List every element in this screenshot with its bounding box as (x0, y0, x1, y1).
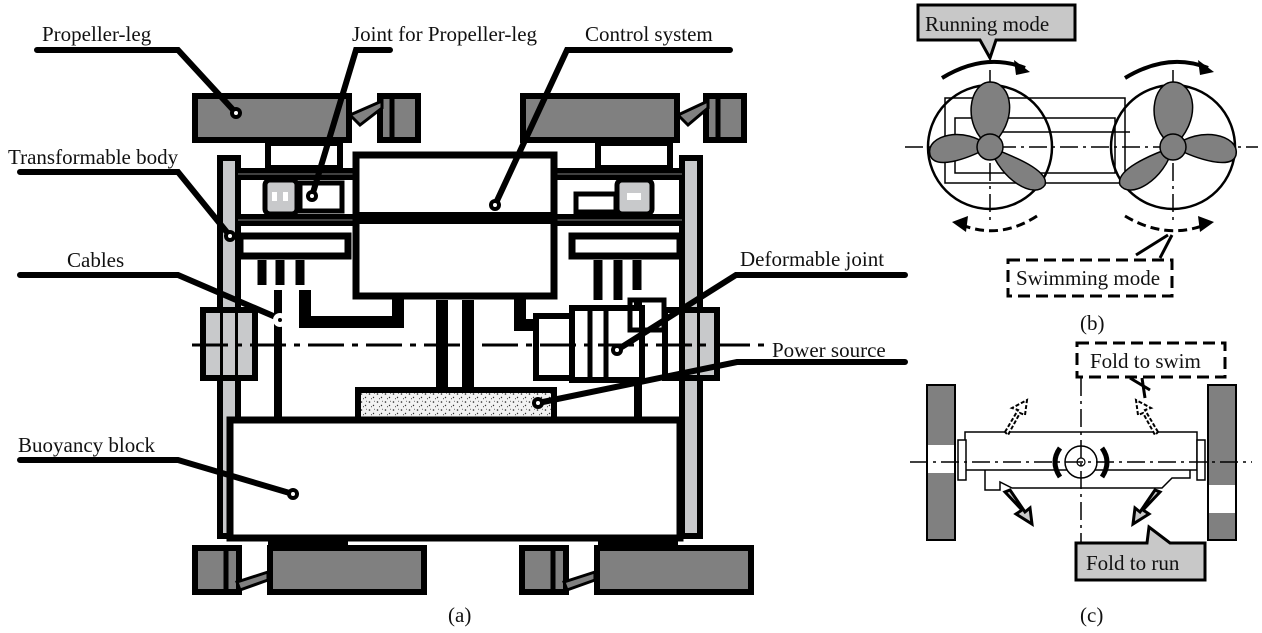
joint-propeller-leg-right (568, 140, 684, 300)
label-running-mode: Running mode (925, 12, 1049, 36)
label-fold-to-run: Fold to run (1086, 551, 1180, 575)
buoyancy-block (226, 416, 684, 542)
propeller-leg-bottom-left (192, 541, 427, 595)
propeller-right (1109, 81, 1237, 211)
label-propeller-leg: Propeller-leg (42, 22, 152, 46)
fold-run-arrow-left (1002, 488, 1034, 527)
label-transformable-body: Transformable body (8, 145, 179, 169)
panel-c: Fold to swim Fold to run (c) (910, 341, 1252, 627)
deformable-joint (533, 297, 667, 383)
label-fold-to-swim: Fold to swim (1090, 349, 1201, 373)
swimming-arrow-right (1124, 214, 1206, 233)
running-arrow-left (940, 59, 1026, 80)
running-mode-callout: Running mode (916, 3, 1077, 62)
rotate-arrow-right (1099, 446, 1110, 479)
control-system-box (352, 151, 558, 300)
power-source-block (355, 387, 557, 423)
panel-a: Propeller-leg Joint for Propeller-leg Co… (8, 22, 908, 627)
running-arrow-right (1123, 59, 1209, 80)
propeller-left (926, 81, 1054, 211)
caption-c: (c) (1080, 603, 1103, 627)
leader-lines (17, 47, 908, 497)
fold-to-swim-callout: Fold to swim (1075, 341, 1227, 399)
fold-to-run-callout: Fold to run (1074, 524, 1207, 582)
fold-swim-arrow-right (1134, 398, 1160, 437)
joint-propeller-leg-left (236, 140, 352, 285)
label-cables: Cables (67, 248, 124, 272)
rotate-arrow-left (1052, 446, 1063, 479)
label-joint-for-propeller-leg: Joint for Propeller-leg (352, 22, 538, 46)
propeller-leg-bottom-right (519, 541, 754, 595)
label-swimming-mode: Swimming mode (1016, 266, 1160, 290)
cable-left (299, 290, 404, 328)
label-power-source: Power source (772, 338, 886, 362)
fold-run-arrow-right (1131, 488, 1163, 527)
panel-b: Running mode Swimming mode (b) (905, 3, 1258, 335)
propeller-leg-top-right (520, 93, 747, 143)
swimming-arrow-left (961, 214, 1038, 233)
caption-b: (b) (1080, 311, 1105, 335)
label-control-system: Control system (585, 22, 713, 46)
label-buoyancy-block: Buoyancy block (18, 433, 156, 457)
leader-dots (224, 107, 623, 500)
propeller-leg-top-left (192, 93, 421, 143)
transformable-body-frame (200, 155, 720, 539)
label-deformable-joint: Deformable joint (740, 247, 884, 271)
caption-a: (a) (448, 603, 471, 627)
swimming-mode-callout: Swimming mode (1006, 233, 1174, 298)
fold-swim-arrow-left (1003, 398, 1029, 437)
